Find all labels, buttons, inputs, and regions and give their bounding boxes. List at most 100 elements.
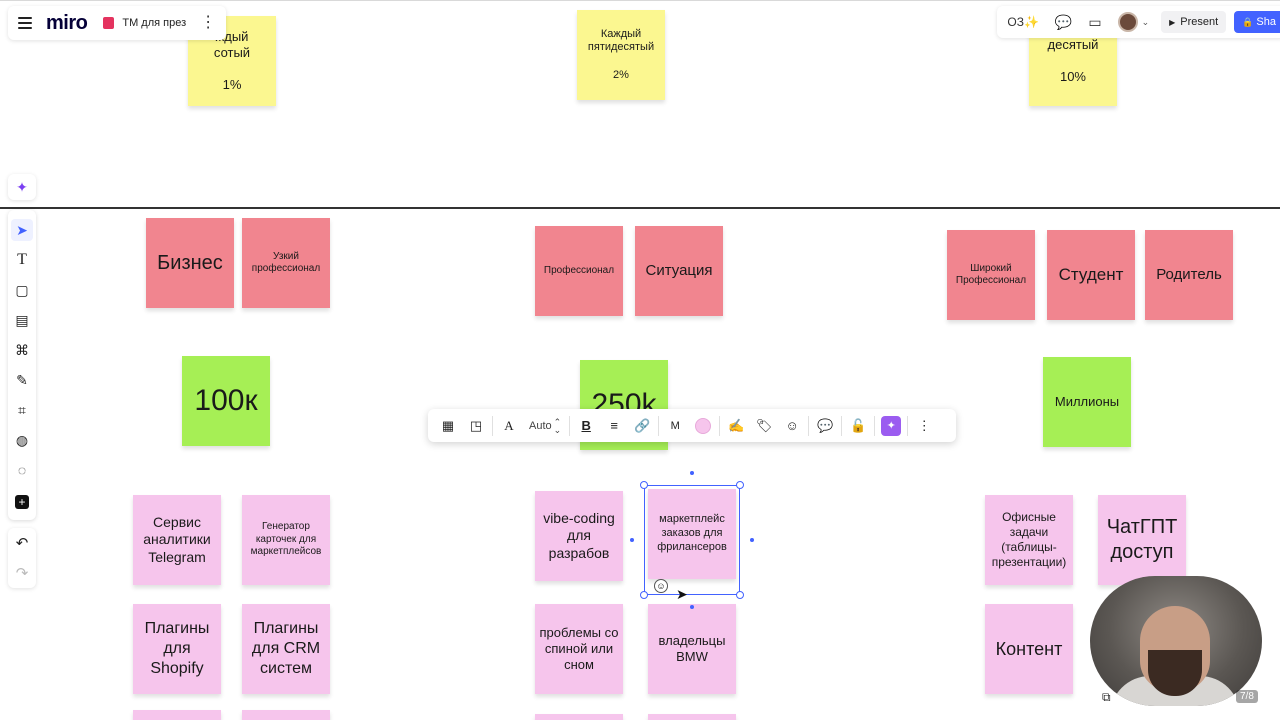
left-toolbar: ➤ T ▢ ▤ ⌘ ✎ ⌗ ◍ ◌ +	[8, 210, 36, 520]
board-icon	[103, 17, 115, 29]
sticky-note-idea[interactable]: Плагины для CRM систем	[242, 604, 330, 694]
sticky-note-persona[interactable]: Родитель	[1145, 230, 1233, 320]
sticky-note-icon[interactable]: ◳	[469, 417, 483, 433]
webcam-overlay	[1090, 576, 1262, 706]
sticky-note-idea[interactable]: владельцы BMW	[648, 604, 736, 694]
lock-icon[interactable]: 🔓	[850, 417, 867, 433]
sticky-note-market[interactable]: 100к	[182, 356, 270, 446]
separator	[492, 415, 493, 436]
color-swatch	[695, 417, 712, 434]
sticky-note-idea-selected[interactable]: маркетплейс заказов для фрилансеров	[648, 489, 736, 579]
sparkle-icon: ✦	[881, 415, 902, 436]
separator	[808, 415, 810, 436]
sticky-note-idea[interactable]: Сервис аналитики Telegram	[133, 495, 221, 585]
top-bar-right: ОЗ✨ 💬 ▭ ⌄ ▶Present 🔒Sha	[997, 6, 1280, 38]
ai-sparkle-button[interactable]: ✦	[8, 174, 36, 200]
share-button[interactable]: 🔒Sha	[1234, 11, 1280, 33]
sticky-note-idea[interactable]: ЧатГПТ доступ	[1098, 495, 1186, 585]
context-toolbar: ▦ ◳ A Auto ⌃⌄ B ≡ 🔗 M ✍ 🏷 ☺ 💬 🔓 ✦ ⋮	[428, 409, 956, 442]
author-icon[interactable]: ✍	[728, 417, 745, 433]
reactions-icon[interactable]: ОЗ✨	[1007, 15, 1039, 29]
reaction-icon[interactable]: ☺	[785, 418, 799, 433]
more-options-icon[interactable]: ⋮	[200, 14, 217, 31]
sticky-note-persona[interactable]: Широкий Профессионал	[947, 230, 1035, 320]
board-title[interactable]: ТМ для през	[122, 17, 187, 29]
connector-dot[interactable]	[690, 605, 694, 609]
sticky-note-idea-partial[interactable]	[133, 710, 221, 720]
redo-icon[interactable]: ↷	[15, 565, 29, 582]
align-icon[interactable]: ≡	[610, 418, 618, 433]
top-divider	[0, 0, 1280, 1]
sticky-note-idea-partial[interactable]	[242, 710, 330, 720]
shapes-tool-icon[interactable]: ⌘	[15, 341, 29, 358]
frames-icon[interactable]: ⧉	[1102, 690, 1111, 704]
ai-assist-button[interactable]: ✦	[877, 413, 905, 439]
chat-tool-icon[interactable]: ◌	[17, 462, 27, 478]
frame-tool-icon[interactable]: ⌗	[18, 401, 26, 418]
font-size-stepper[interactable]: ⌃⌄	[553, 416, 562, 435]
sticky-note-idea[interactable]: Офисные задачи (таблицы-презентации)	[985, 495, 1073, 585]
sticky-note-idea[interactable]: vibe-coding для разрабов	[535, 491, 623, 581]
sticky-note-persona[interactable]: Студент	[1047, 230, 1135, 320]
mouse-cursor-icon: ➤	[676, 586, 688, 602]
connector-dot[interactable]	[630, 538, 634, 542]
connector-dot[interactable]	[690, 471, 694, 475]
play-icon: ▶	[1169, 17, 1176, 27]
comment-tool-icon[interactable]: ◍	[15, 431, 29, 448]
resize-handle[interactable]	[736, 591, 744, 599]
video-icon[interactable]: ▭	[1088, 13, 1102, 30]
sticky-note-idea[interactable]: Контент	[985, 604, 1073, 694]
frame-border	[0, 207, 1280, 209]
page-counter[interactable]: 7/8	[1236, 690, 1258, 703]
sticky-note-persona[interactable]: Бизнес	[146, 218, 234, 308]
more-tools-icon[interactable]: +	[15, 495, 29, 509]
sticky-note-persona[interactable]: Узкий профессионал	[242, 218, 330, 308]
more-options-icon[interactable]: ⋮	[917, 417, 931, 433]
select-tool-icon[interactable]: ➤	[11, 219, 33, 241]
separator	[569, 415, 571, 436]
separator	[658, 415, 660, 436]
pen-tool-icon[interactable]: ✎	[16, 371, 28, 388]
sticky-note-persona[interactable]: Профессионал	[535, 226, 623, 316]
text-tool-icon[interactable]: T	[17, 251, 27, 268]
sticky-note-idea-partial[interactable]	[648, 714, 736, 720]
sticky-note-yellow[interactable]: Каждый пятидесятый 2%	[577, 10, 665, 100]
sticky-note-persona[interactable]: Ситуация	[635, 226, 723, 316]
chevron-down-icon[interactable]: ⌄	[1141, 16, 1150, 27]
top-bar-left: miro ТМ для през ⋮	[8, 6, 227, 40]
color-picker[interactable]	[689, 413, 717, 439]
selection-box[interactable]	[644, 485, 740, 595]
comment-icon[interactable]: 💬	[817, 417, 834, 433]
present-button[interactable]: ▶Present	[1161, 11, 1227, 33]
bold-icon[interactable]: B	[581, 418, 591, 433]
presenter-beard	[1148, 650, 1202, 696]
sticky-note-idea[interactable]: Плагины для Shopify	[133, 604, 221, 694]
add-reaction-icon[interactable]: ☺	[654, 579, 668, 593]
resize-handle[interactable]	[736, 481, 744, 489]
resize-handle[interactable]	[640, 591, 648, 599]
font-size-select[interactable]: Auto	[529, 419, 552, 432]
lock-icon: 🔒	[1242, 17, 1254, 27]
undo-icon[interactable]: ↶	[15, 535, 29, 552]
miro-logo[interactable]: miro	[46, 11, 88, 34]
avatar[interactable]	[1117, 12, 1138, 32]
resize-handle[interactable]	[640, 481, 648, 489]
sticky-note-idea[interactable]: проблемы со спиной или сном	[535, 604, 623, 694]
menu-icon[interactable]	[18, 17, 32, 29]
sticky-type-icon[interactable]: ▦	[441, 417, 455, 433]
shape-size-button[interactable]: M	[670, 419, 680, 432]
connector-dot[interactable]	[750, 538, 754, 542]
sticky-note-tool-icon[interactable]: ▢	[15, 281, 29, 298]
templates-tool-icon[interactable]: ▤	[15, 311, 29, 328]
sticky-note-idea-partial[interactable]	[535, 714, 623, 720]
chat-icon[interactable]: 💬	[1054, 13, 1073, 30]
tag-icon[interactable]: 🏷	[755, 417, 773, 433]
sticky-note-market[interactable]: Миллионы	[1043, 357, 1131, 447]
separator	[719, 415, 721, 436]
separator	[907, 415, 909, 436]
sticky-note-idea[interactable]: Генератор карточек для маркетплейсов	[242, 495, 330, 585]
link-icon[interactable]: 🔗	[634, 417, 651, 433]
text-style-icon[interactable]: A	[504, 417, 514, 433]
separator	[841, 415, 843, 436]
